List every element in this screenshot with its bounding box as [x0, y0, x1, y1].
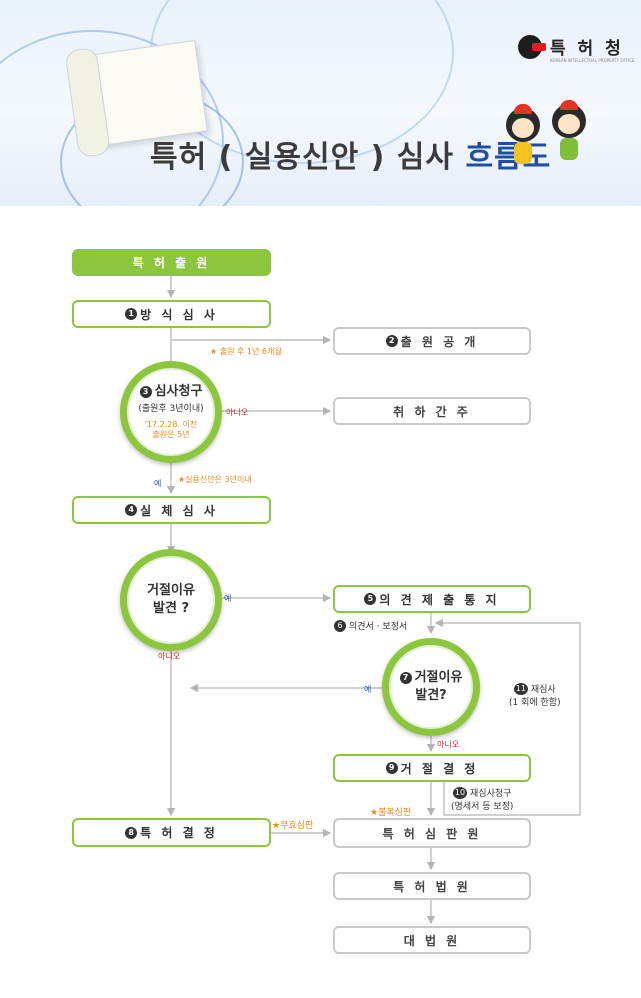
step-number: 3	[139, 386, 152, 399]
reason1-line1: 거절이유	[147, 583, 195, 599]
step-number: 8	[125, 826, 138, 839]
step-number: 6	[334, 620, 346, 632]
step-number: 1	[125, 308, 138, 320]
rejection-label: 거 절 결 정	[400, 761, 479, 776]
yes-label: 예	[364, 685, 372, 694]
grant-decision-box: 8 특 허 결 정	[72, 818, 271, 847]
substantive-exam-box: 4 실 체 심 사	[72, 496, 271, 524]
title-main: 특허 ( 실용신안 ) 심사	[150, 140, 454, 175]
withdrawn-box: 취 하 간 주	[333, 397, 531, 425]
logo-subtitle: KOREAN INTELLECTUAL PROPERTY OFFICE	[550, 58, 635, 63]
utility-model-note: ★실용신안은 3년이내	[178, 475, 252, 484]
yes-label: 예	[154, 479, 162, 488]
formality-label: 방 식 심 사	[140, 307, 218, 322]
publication-box: 2 출 원 공 개	[333, 327, 531, 355]
arrow-reexamination-loop	[434, 618, 581, 816]
filing-box: 특 허 출 원	[72, 249, 271, 276]
no-label: 아니오	[158, 652, 181, 661]
rejection-decision-box: 9 거 절 결 정	[333, 754, 531, 782]
mascot-icon	[552, 100, 586, 160]
reason1-line2: 발견 ?	[153, 601, 189, 616]
step-number: 4	[125, 504, 138, 516]
notice-box: 5 의 견 제 출 통 지	[333, 585, 531, 613]
notice-label: 의 견 제 출 통 지	[379, 592, 500, 607]
exam-request-period: (출원후 3년이내)	[138, 403, 204, 414]
appeal-trial-note: ★불복심판	[370, 808, 412, 818]
rejection-reason-circle-1: 거절이유 발견 ?	[120, 549, 222, 651]
grant-label: 특 허 결 정	[140, 826, 218, 840]
step-number: 7	[399, 672, 412, 685]
step-number: 2	[385, 335, 398, 347]
patent-court-label: 특 허 법 원	[393, 879, 471, 894]
trial-label: 특 허 심 판 원	[382, 826, 482, 841]
invalidation-trial-note: ★무효심판	[272, 821, 314, 831]
filing-label: 특 허 출 원	[132, 256, 211, 270]
ip-trial-board-box: 특 허 심 판 원	[333, 818, 531, 848]
reason2-line2: 발견?	[415, 688, 447, 703]
no-label: 아니오	[226, 408, 249, 417]
step-number: 11	[513, 683, 528, 695]
yes-label: 예	[224, 594, 232, 603]
logo-text: 특 허 청	[550, 39, 624, 59]
withdrawn-label: 취 하 간 주	[393, 404, 471, 419]
title-accent: 흐름도	[465, 140, 552, 175]
kipo-logo: 특 허 청 KOREAN INTELLECTUAL PROPERTY OFFIC…	[518, 34, 635, 63]
page-title: 특허 ( 실용신안 ) 심사 흐름도	[150, 132, 551, 176]
header-banner: 특 허 청 KOREAN INTELLECTUAL PROPERTY OFFIC…	[0, 0, 641, 206]
exam-request-note: '17.2.28. 이전 출원은 5년	[144, 419, 198, 440]
patent-court-box: 특 허 법 원	[333, 872, 531, 900]
step-number: 5	[364, 593, 377, 605]
step-number: 9	[385, 762, 398, 774]
mascot-icon	[506, 104, 540, 164]
step-number: 10	[453, 787, 468, 799]
publication-timing-note: ★ 출원 후 1년 6개월	[210, 347, 282, 356]
substantive-label: 실 체 심 사	[140, 503, 218, 518]
publication-label: 출 원 공 개	[400, 334, 479, 349]
supreme-court-box: 대 법 원	[333, 926, 531, 954]
kipo-logo-mark	[518, 34, 546, 59]
no-label: 아니오	[437, 740, 460, 749]
formality-exam-box: 1 방 식 심 사	[72, 300, 271, 328]
supreme-court-label: 대 법 원	[403, 933, 461, 948]
